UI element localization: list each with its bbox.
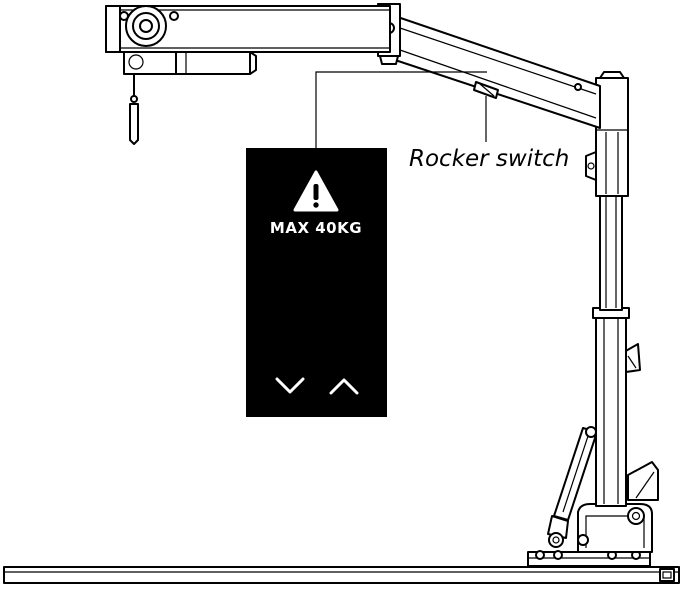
- angled-boom: [377, 3, 601, 129]
- up-button[interactable]: [326, 370, 362, 400]
- down-button[interactable]: [272, 370, 308, 400]
- hydraulic-piston: [547, 426, 598, 548]
- rocker-switch-label: Rocker switch: [409, 146, 569, 172]
- mast: [585, 71, 630, 507]
- chevron-up-icon: [329, 378, 359, 395]
- max-load-label: MAX 40KG: [270, 219, 362, 237]
- winch-assembly: [123, 5, 257, 145]
- control-panel: MAX 40KG: [246, 148, 387, 417]
- warning-triangle-icon: [293, 170, 339, 212]
- callout-leader-lines: [315, 71, 487, 148]
- mount-bracket: [527, 343, 659, 567]
- chevron-down-icon: [275, 377, 305, 394]
- base-plate: [3, 566, 680, 584]
